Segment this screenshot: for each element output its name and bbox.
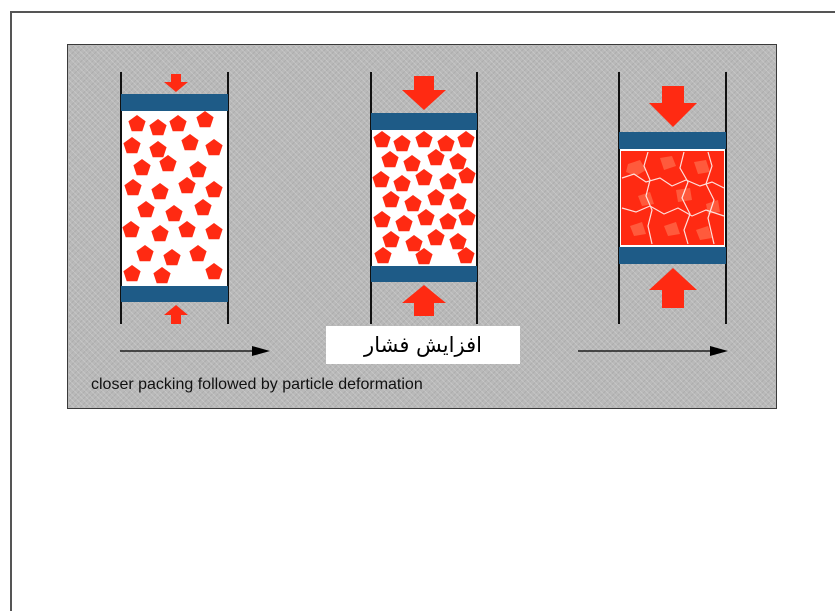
stage-1-up-arrow (164, 305, 188, 324)
stage-1-top-punch (121, 94, 228, 111)
stage-2-down-arrow (402, 76, 446, 110)
stage-3-bottom-punch (619, 247, 726, 264)
pressure-increase-label: افزایش فشار (364, 333, 482, 357)
stage-2-top-punch (371, 113, 477, 130)
stage-2-up-arrow (402, 285, 446, 316)
stage-3-particles (621, 151, 724, 245)
stage-2-die (371, 72, 477, 324)
stage-3-down-arrow (649, 86, 697, 127)
compaction-diagram (0, 0, 835, 573)
stage-3-top-punch (619, 132, 726, 149)
left-direction-arrow (120, 346, 270, 356)
stage-1-bottom-punch (121, 286, 228, 302)
diagram-caption: closer packing followed by particle defo… (91, 376, 423, 394)
right-direction-arrow (578, 346, 728, 356)
stage-1-die (121, 72, 228, 324)
stage-3-die (619, 72, 726, 324)
stage-3-up-arrow (649, 268, 697, 308)
stage-1-down-arrow (164, 74, 188, 92)
stage-2-bottom-punch (371, 266, 477, 282)
pressure-label-box: افزایش فشار (326, 326, 520, 364)
